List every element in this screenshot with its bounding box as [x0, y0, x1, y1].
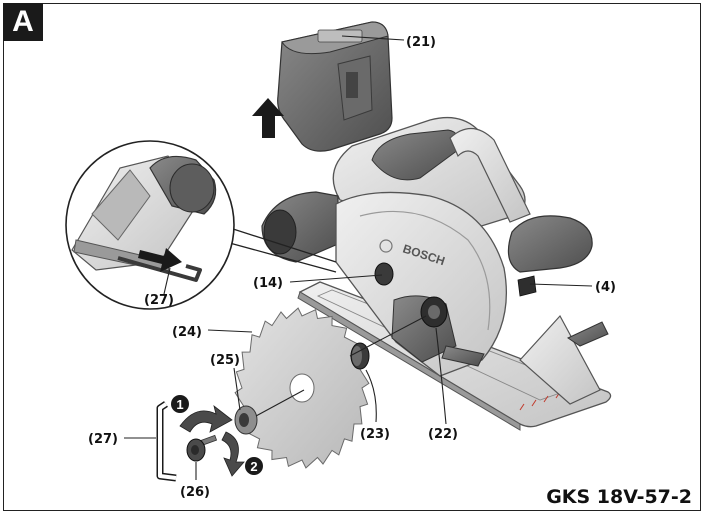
detail-inset	[65, 140, 337, 310]
step-1-label: 1	[176, 397, 183, 412]
step-2-label: 2	[250, 459, 257, 474]
rotate-arrow-1	[179, 404, 233, 433]
callout-22: (22)	[428, 427, 458, 442]
figure-frame	[3, 3, 701, 511]
callout-14: (14)	[253, 276, 283, 291]
clamping-screw-26	[186, 434, 218, 462]
step-marker-2: 2	[245, 457, 263, 475]
flange-washer-23	[350, 342, 370, 370]
callout-23: (23)	[360, 427, 390, 442]
callout-21: (21)	[406, 35, 436, 50]
figure-label-badge: A	[3, 3, 43, 41]
callout-4: (4)	[595, 280, 616, 295]
brand-emblem	[379, 239, 393, 253]
model-designation: GKS 18V-57-2	[546, 486, 692, 508]
callout-26: (26)	[180, 485, 210, 500]
battery-pack	[277, 21, 393, 152]
clamping-flange-25	[234, 405, 258, 435]
leader-lines	[124, 35, 593, 480]
callout-27-inset: (27)	[144, 293, 174, 308]
rotate-arrow-2	[221, 431, 245, 477]
callout-25: (25)	[210, 353, 240, 368]
callout-24: (24)	[172, 325, 202, 340]
remove-battery-arrow	[252, 98, 284, 138]
step-marker-1: 1	[171, 395, 189, 413]
callout-27: (27)	[88, 432, 118, 447]
hex-key-27	[156, 401, 177, 482]
saw-blade	[234, 307, 370, 469]
assembly-axis	[255, 315, 427, 417]
